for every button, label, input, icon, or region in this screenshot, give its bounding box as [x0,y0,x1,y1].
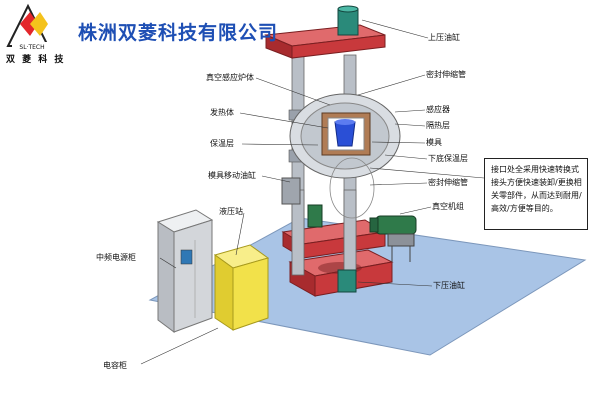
note-box: 接口处全采用快速转换式接头方便快速装卸/更换相关零部件，从而达到耐用/高效/方便… [484,158,588,230]
label-lower-press-cylinder: 下压油缸 [433,281,465,290]
label-hydraulic-station: 液压站 [219,207,243,216]
logo-text-bg [12,42,52,50]
mf-power-cabinet [156,209,214,333]
label-heating-body: 发热体 [210,108,234,117]
label-insulation: 保温层 [210,139,234,148]
label-mf-power-cabinet: 中频电源柜 [96,253,136,262]
label-capacitor-cabinet: 电容柜 [103,361,127,370]
label-vacuum-furnace: 真空感应炉体 [206,73,254,82]
label-heat-shield: 隔热层 [426,121,450,130]
label-seal-bellows-bottom: 密封伸缩管 [428,178,468,187]
bellows-highlight [329,157,375,219]
label-inductor: 感应器 [426,105,450,114]
company-name: 株洲双菱科技有限公司 [78,22,279,44]
mold-move-cylinder [281,177,323,228]
logo-diamond-yellow-icon [30,12,48,36]
leader-lines [140,19,485,365]
upper-press-cylinder [337,5,359,36]
upper-crosshead [264,24,386,59]
label-mold-move-cylinder: 模具移动油缸 [208,171,256,180]
label-lower-insulation: 下底保温层 [428,154,468,163]
logo-text: SL·TECH [19,44,44,51]
company-logo: SL·TECH [6,3,52,51]
vacuum-unit [369,215,417,262]
vacuum-furnace-body [289,93,401,179]
logo-diamond-red-icon [20,12,38,36]
label-seal-bellows-top: 密封伸缩管 [426,70,466,79]
logo-company-short-name: 双 菱 科 技 [6,55,66,65]
label-mold: 模具 [426,138,442,147]
lower-press-cylinder [337,269,357,293]
label-vacuum-unit: 真空机组 [432,202,464,211]
capacitor-cabinet [213,244,270,331]
label-upper-press-cylinder: 上压油缸 [428,33,460,42]
